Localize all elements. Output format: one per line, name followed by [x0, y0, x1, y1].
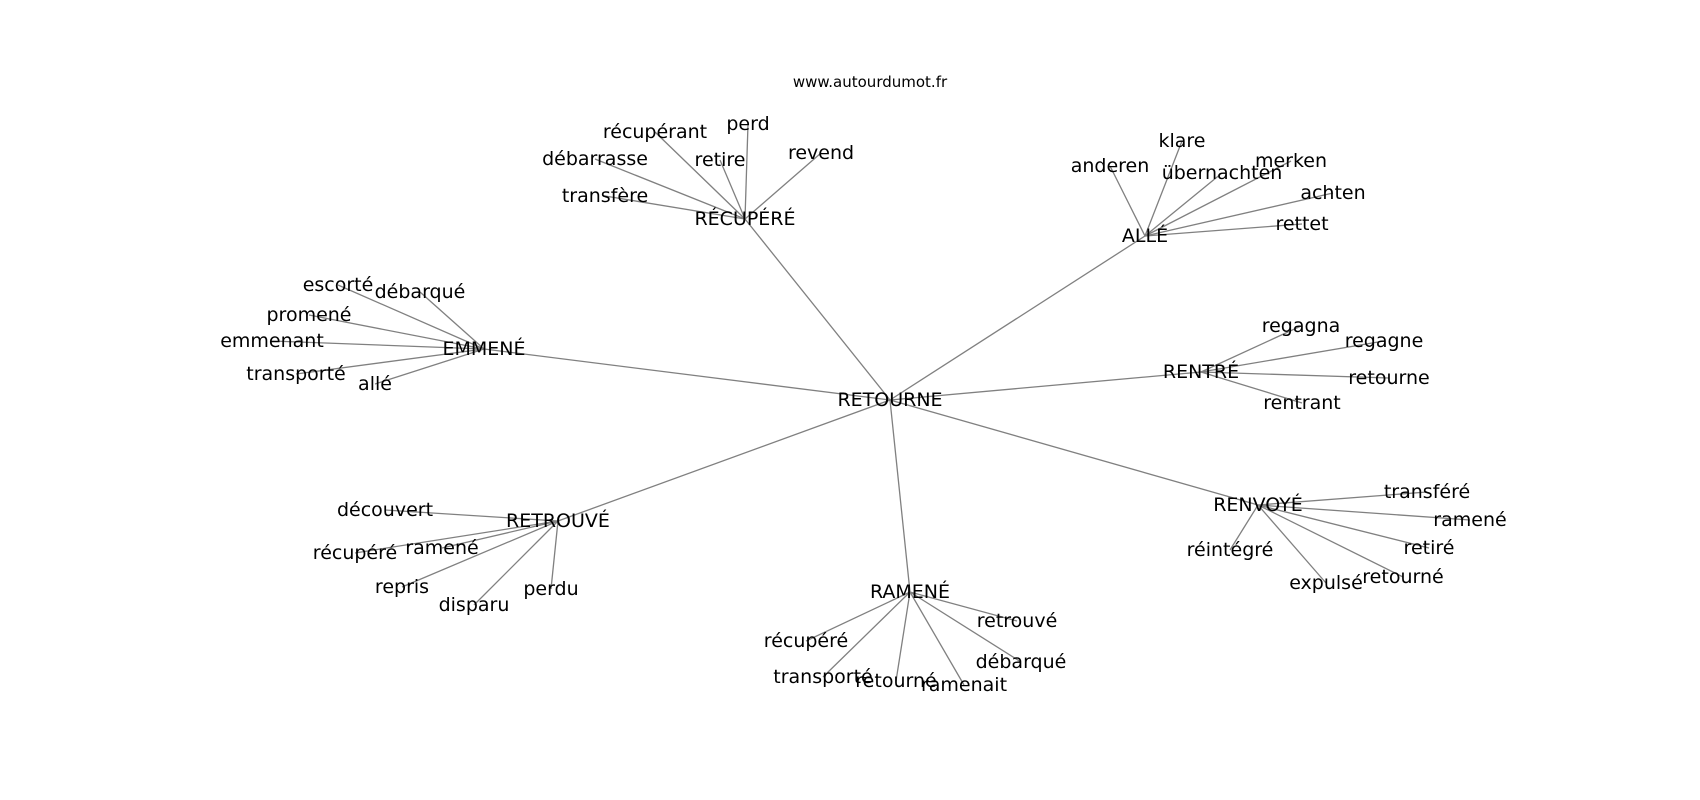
leaf-node-perd: perd [726, 113, 769, 135]
edge-renvoye-reintegre [1229, 504, 1259, 551]
edge-center-retrouve [557, 399, 891, 522]
edge-retrouve-ramene [441, 520, 559, 549]
leaf-node-regagna: regagna [1262, 315, 1341, 337]
edge-recupere-recuperant [654, 131, 746, 220]
leaf-node-anderen: anderen [1071, 155, 1150, 177]
leaf-node-transporte: transporté [246, 363, 345, 385]
edge-ramene-debarque [909, 591, 1022, 663]
edge-retrouve-perdu [550, 520, 559, 590]
leaf-node-expulse: expulsé [1289, 572, 1363, 594]
leaf-node-perdu: perdu [523, 578, 578, 600]
leaf-node-ramenait: ramenait [921, 674, 1007, 696]
edge-center-rentre [889, 371, 1202, 401]
edge-center-ramene [889, 399, 911, 593]
leaf-node-retourne: retourne [1348, 367, 1429, 389]
hub-node-renvoye: RENVOYÉ [1213, 493, 1303, 516]
leaf-node-emmenant: emmenant [220, 330, 324, 352]
edge-rentre-regagne [1200, 340, 1385, 373]
edge-recupere-retire [719, 159, 746, 220]
edge-renvoye-expulse [1257, 504, 1327, 584]
edge-renvoye-ramene [1257, 504, 1471, 521]
leaf-node-ramene: ramené [405, 537, 478, 559]
leaf-node-recuperant: récupérant [603, 121, 707, 143]
edge-alle-rettet [1144, 223, 1303, 237]
hub-node-rentre: RENTRÉ [1163, 360, 1239, 383]
leaf-node-promene: promené [266, 304, 351, 326]
hub-node-retrouve: RETROUVÉ [506, 509, 610, 532]
leaf-node-retourne: retourné [1362, 566, 1443, 588]
edge-recupere-transfere [604, 195, 746, 220]
leaf-node-transporte: transporté [773, 666, 872, 688]
edge-ramene-transporte [822, 591, 911, 678]
leaf-node-recupere: récupéré [313, 542, 397, 564]
edge-renvoye-retire [1257, 504, 1430, 549]
edge-emmene-debarque [419, 291, 485, 350]
graph-labels: récupérant perd débarrasse retire revend tran… [220, 113, 1506, 696]
leaf-node-regagne: regagne [1345, 330, 1424, 352]
leaf-node-retourne: retourné [855, 670, 936, 692]
edge-rentre-retourne [1200, 371, 1390, 379]
edge-center-renvoye [889, 399, 1259, 506]
edge-center-alle [889, 235, 1146, 401]
leaf-node-ubernachten: übernachten [1162, 162, 1283, 184]
edge-ramene-retourne [895, 591, 911, 682]
edge-alle-ubernachten [1144, 172, 1223, 237]
edge-center-recupere [744, 218, 891, 401]
leaf-node-achten: achten [1300, 182, 1365, 204]
leaf-node-disparu: disparu [439, 594, 510, 616]
edge-recupere-perd [744, 123, 749, 220]
leaf-node-transfere: transfère [562, 185, 648, 207]
leaf-node-retire: retire [695, 149, 746, 171]
graph-edges [271, 123, 1471, 686]
leaf-node-revend: revend [788, 142, 854, 164]
leaf-node-transfere: transféré [1384, 481, 1470, 503]
leaf-node-reintegre: réintégré [1187, 539, 1274, 561]
edge-emmene-emmenant [271, 340, 485, 350]
edge-center-emmene [483, 348, 891, 401]
edge-alle-merken [1144, 160, 1292, 237]
leaf-node-rettet: rettet [1275, 213, 1328, 235]
leaf-node-ramene: ramené [1433, 509, 1506, 531]
leaf-node-merken: merken [1255, 150, 1327, 172]
edge-ramene-retrouve [909, 591, 1018, 622]
edge-rentre-regagna [1200, 325, 1302, 373]
edge-alle-achten [1144, 192, 1334, 237]
edge-emmene-escorte [337, 284, 485, 350]
edge-alle-anderen [1109, 165, 1146, 237]
edge-alle-klare [1144, 140, 1183, 237]
edge-rentre-rentrant [1200, 371, 1303, 404]
edge-emmene-transporte [295, 348, 485, 375]
leaf-node-escorte: escorté [303, 274, 374, 296]
hub-node-alle: ALLÉ [1122, 224, 1168, 247]
edge-retrouve-repris [401, 520, 559, 588]
leaf-node-repris: repris [375, 576, 429, 598]
edge-renvoye-transfere [1257, 491, 1428, 506]
edge-retrouve-decouvert [384, 509, 559, 522]
edge-ramene-ramenait [909, 591, 965, 686]
leaf-node-debarque: débarqué [976, 651, 1067, 673]
leaf-node-debarque: débarqué [375, 281, 466, 303]
hub-node-emmene: EMMENÉ [442, 337, 525, 360]
leaf-node-recupere: récupéré [764, 630, 848, 652]
leaf-node-debarrasse: débarrasse [542, 148, 648, 170]
edge-emmene-promene [308, 314, 485, 350]
edge-emmene-alle [374, 348, 485, 385]
edge-retrouve-disparu [473, 520, 559, 606]
edge-ramene-recupere [805, 591, 911, 642]
center-node: RETOURNE [837, 389, 942, 411]
leaf-node-klare: klare [1158, 130, 1205, 152]
leaf-node-decouvert: découvert [337, 499, 433, 521]
hub-node-recupere: RÉCUPÉRÉ [694, 207, 795, 230]
leaf-node-rentrant: rentrant [1263, 392, 1341, 414]
leaf-node-retrouve: retrouvé [977, 610, 1058, 632]
hub-node-ramene: RAMENÉ [870, 580, 950, 603]
edge-renvoye-retourne [1257, 504, 1404, 578]
edge-retrouve-recupere [354, 520, 559, 554]
source-label: www.autourdumot.fr [793, 73, 948, 91]
edge-recupere-debarrasse [594, 158, 746, 220]
leaf-node-alle: allé [358, 373, 392, 395]
edge-recupere-revend [744, 152, 822, 220]
leaf-node-retire: retiré [1404, 537, 1455, 559]
